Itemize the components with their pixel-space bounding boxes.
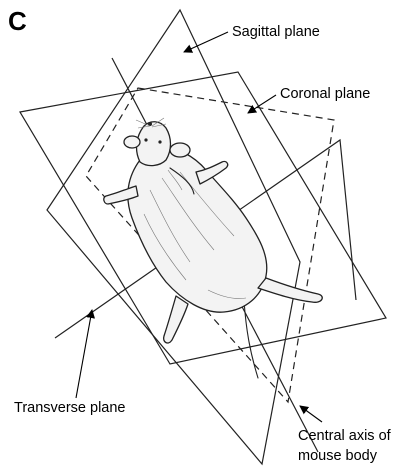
label-transverse-plane: Transverse plane bbox=[14, 400, 126, 416]
label-central-axis-line2: mouse body bbox=[298, 448, 378, 464]
arrow-transverse bbox=[76, 310, 92, 398]
mouse-eye-right bbox=[158, 140, 161, 143]
arrow-sagittal bbox=[184, 32, 228, 52]
mouse-eye-left bbox=[144, 138, 147, 141]
mouse-ear-right bbox=[170, 143, 190, 157]
label-central-axis-line1: Central axis of bbox=[298, 428, 392, 444]
panel-letter: C bbox=[8, 6, 27, 36]
label-sagittal-plane: Sagittal plane bbox=[232, 24, 320, 40]
label-coronal-plane: Coronal plane bbox=[280, 86, 370, 102]
arrow-central-axis bbox=[300, 406, 322, 422]
mouse-ear-left bbox=[124, 136, 140, 148]
mouse-head bbox=[137, 122, 171, 166]
mouse-hindlimb-left bbox=[164, 296, 188, 343]
mouse-hindlimb-right bbox=[258, 278, 322, 302]
